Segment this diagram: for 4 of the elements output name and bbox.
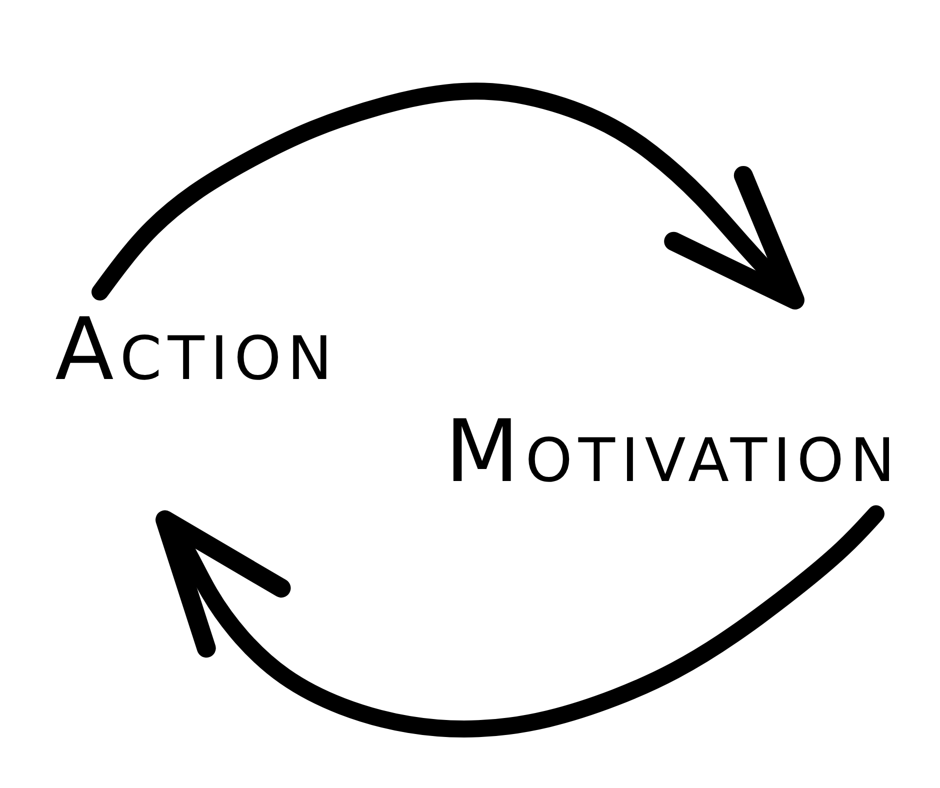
- cycle-stage-label: Motivation: [445, 397, 901, 509]
- curved-arrow: [156, 505, 884, 738]
- cycle-stage-label: Action: [55, 295, 338, 407]
- curved-arrow: [92, 82, 804, 310]
